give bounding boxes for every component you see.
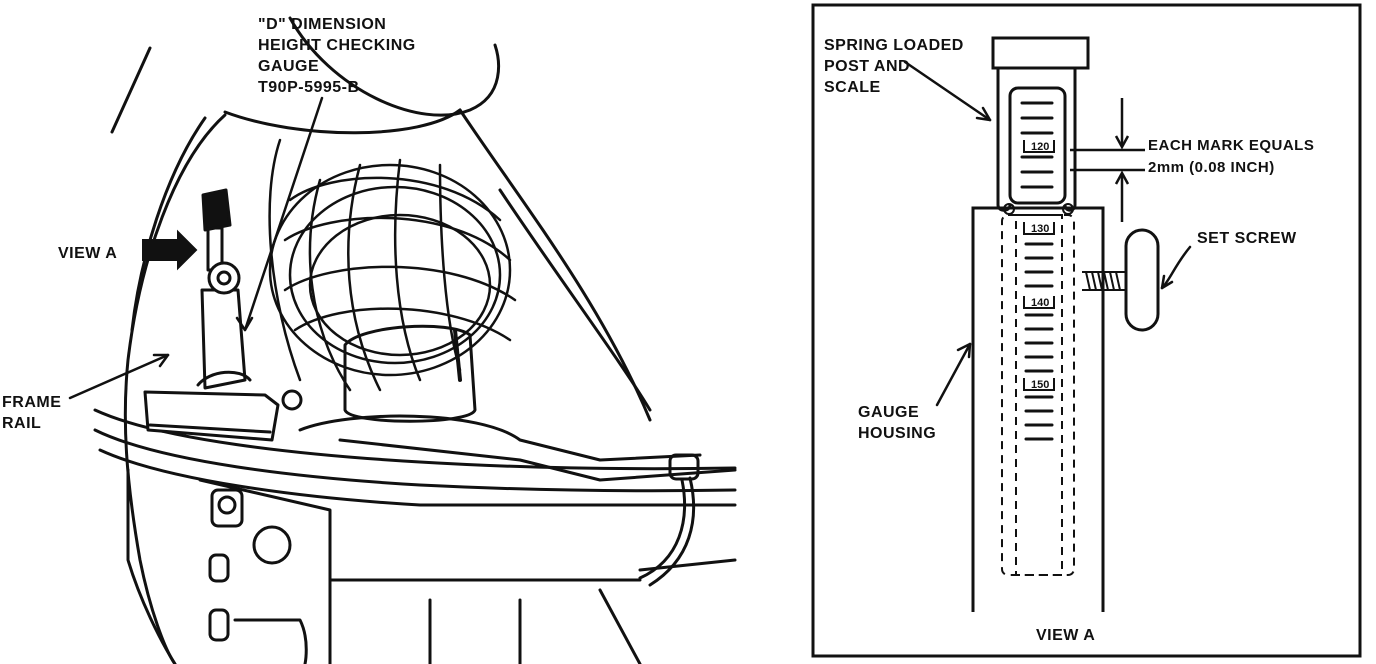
view-a-caption: VIEW A xyxy=(1036,627,1096,644)
gauge-label-line-1: "D" DIMENSION xyxy=(258,16,387,33)
gauge-label-line-3: GAUGE xyxy=(258,58,320,75)
housing-scale-marks xyxy=(1024,242,1054,441)
view-a-arrow xyxy=(142,229,198,271)
scale-number-140: 140 xyxy=(1031,297,1049,309)
vehicle-suspension-illustration xyxy=(68,16,737,664)
gauge-label-line-2: HEIGHT CHECKING xyxy=(258,37,416,54)
set-screw xyxy=(1082,228,1160,332)
view-a-frame xyxy=(811,3,1362,658)
scale-number-130: 130 xyxy=(1031,223,1049,235)
gauge-label-line-4: T90P-5995-B xyxy=(258,79,360,96)
frame-rail-label-line-2: RAIL xyxy=(2,415,42,432)
set-screw-label: SET SCREW xyxy=(1197,230,1297,247)
view-a-label-left: VIEW A xyxy=(58,245,118,262)
spring-post-label-line-2: POST AND xyxy=(824,58,911,75)
each-mark-label-line-1: EACH MARK EQUALS xyxy=(1148,137,1315,154)
gauge-housing-label-line-1: GAUGE xyxy=(858,404,920,421)
leader-lines xyxy=(903,60,1192,407)
gauge-housing-label-line-2: HOUSING xyxy=(858,425,937,442)
scale-number-120: 120 xyxy=(1031,141,1049,153)
post-scale-marks xyxy=(1020,101,1054,189)
gauge-housing xyxy=(971,206,1105,612)
mark-dimension-indicator xyxy=(1070,98,1145,222)
spring-post-label-line-3: SCALE xyxy=(824,79,881,96)
frame-rail-label-line-1: FRAME xyxy=(2,394,62,411)
coil-spring xyxy=(268,138,517,392)
spring-post-label-line-1: SPRING LOADED xyxy=(824,37,964,54)
spring-loaded-post xyxy=(991,36,1090,212)
scale-number-150: 150 xyxy=(1031,379,1049,391)
each-mark-label-line-2: 2mm (0.08 INCH) xyxy=(1148,159,1275,176)
